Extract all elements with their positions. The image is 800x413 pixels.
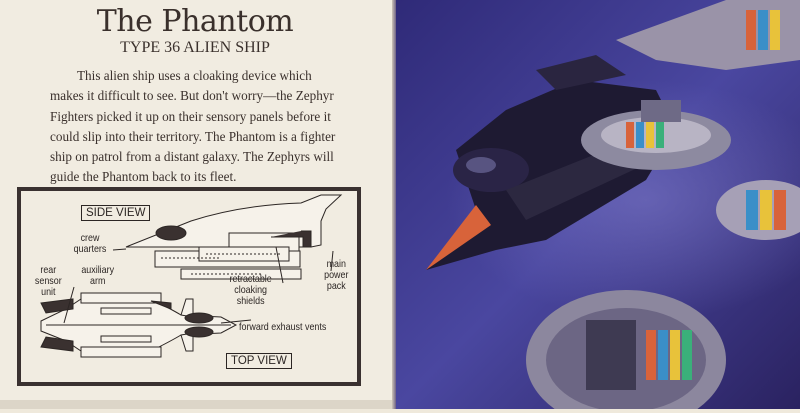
left-page: The Phantom TYPE 36 ALIEN SHIP This alie… <box>0 0 396 409</box>
spaceships-painting <box>396 0 800 413</box>
upper-ship <box>616 0 800 70</box>
saucer-ship <box>581 100 731 170</box>
label-retractable-cloaking-shields: retractable cloaking shields <box>229 273 272 307</box>
page-subtitle: TYPE 36 ALIEN SHIP <box>120 39 270 56</box>
page-title: The Phantom <box>96 4 294 39</box>
ship-diagram: SIDE VIEW TOP VIEW crew quarters rear se… <box>17 187 361 386</box>
right-ship <box>716 180 800 240</box>
description-paragraph: This alien ship uses a cloaking device w… <box>50 68 336 185</box>
top-view-label: TOP VIEW <box>226 353 292 369</box>
page-bottom-edge <box>0 400 396 409</box>
side-view-label: SIDE VIEW <box>81 205 151 221</box>
space-illustration <box>396 0 800 413</box>
ship-schematic-drawing <box>40 194 343 358</box>
label-main-power-pack: main power pack <box>324 258 349 292</box>
bottom-ship <box>526 290 726 413</box>
label-forward-exhaust-vents: forward exhaust vents <box>239 321 327 333</box>
label-rear-sensor-unit: rear sensor unit <box>34 264 62 298</box>
label-auxiliary-arm: auxiliary arm <box>81 264 115 287</box>
label-crew-quarters: crew quarters <box>73 232 107 255</box>
book-gutter <box>392 0 398 409</box>
